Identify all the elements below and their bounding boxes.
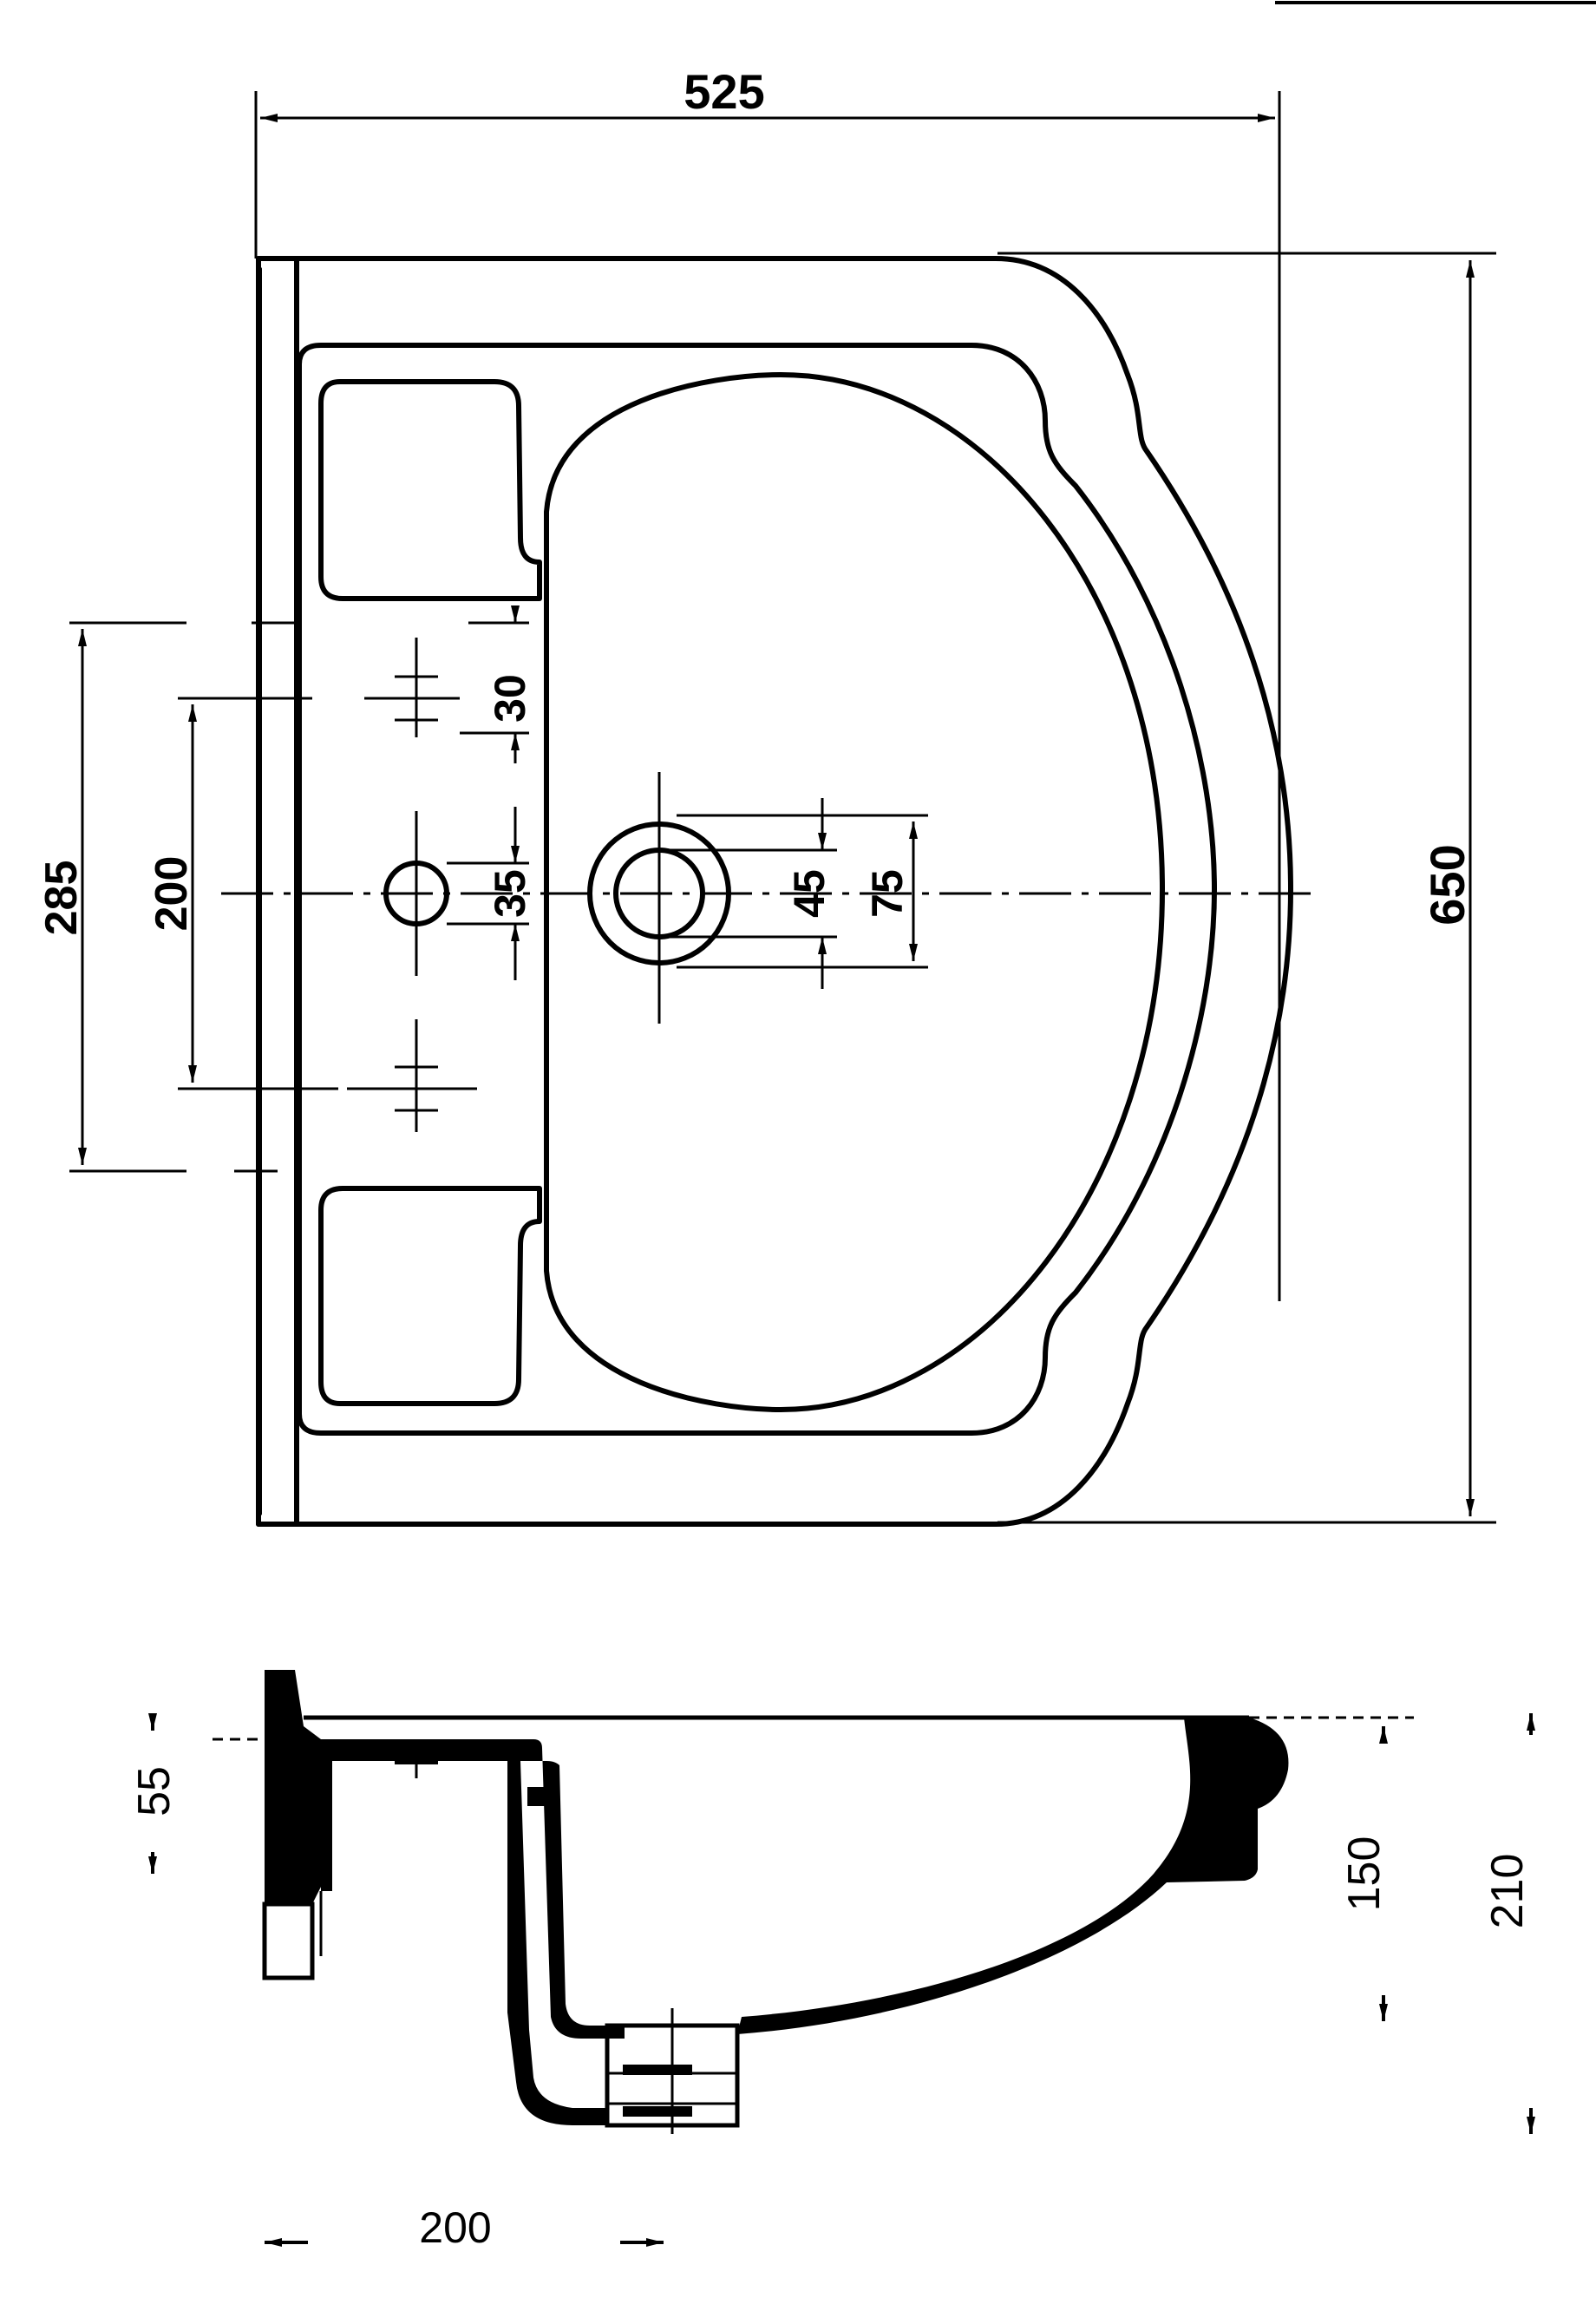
hole-offset-top-label: 30 xyxy=(486,674,534,723)
width-dimension-label: 525 xyxy=(684,64,764,119)
back-projection-label: 200 xyxy=(419,2203,491,2252)
bowl-depth-label: 150 xyxy=(1339,1836,1390,1912)
tap-hole-markers xyxy=(347,638,661,1132)
section-view xyxy=(213,1670,1414,2134)
tap-spacing-outer-label: 285 xyxy=(36,861,87,936)
basin-outer-outline xyxy=(256,256,1293,1527)
section-dimensions xyxy=(148,1713,1535,2247)
plan-view xyxy=(256,256,1293,1527)
basin-inner-rim xyxy=(297,343,1217,1436)
bowl-outline xyxy=(544,372,1165,1412)
waste-outer-diameter-label: 75 xyxy=(863,869,912,918)
soap-dish-lower xyxy=(318,1186,542,1406)
rim-height-label: 55 xyxy=(129,1766,180,1816)
depth-dimension-label: 650 xyxy=(1420,844,1475,925)
total-height-label: 210 xyxy=(1482,1854,1533,1929)
tap-spacing-inner-label: 200 xyxy=(147,856,197,932)
soap-dish-upper xyxy=(318,379,542,601)
waste-inner-diameter-label: 45 xyxy=(785,869,834,918)
back-rim-strip xyxy=(256,256,299,1527)
plan-dimensions xyxy=(69,91,1496,1524)
hole-offset-center-label: 35 xyxy=(486,869,534,918)
